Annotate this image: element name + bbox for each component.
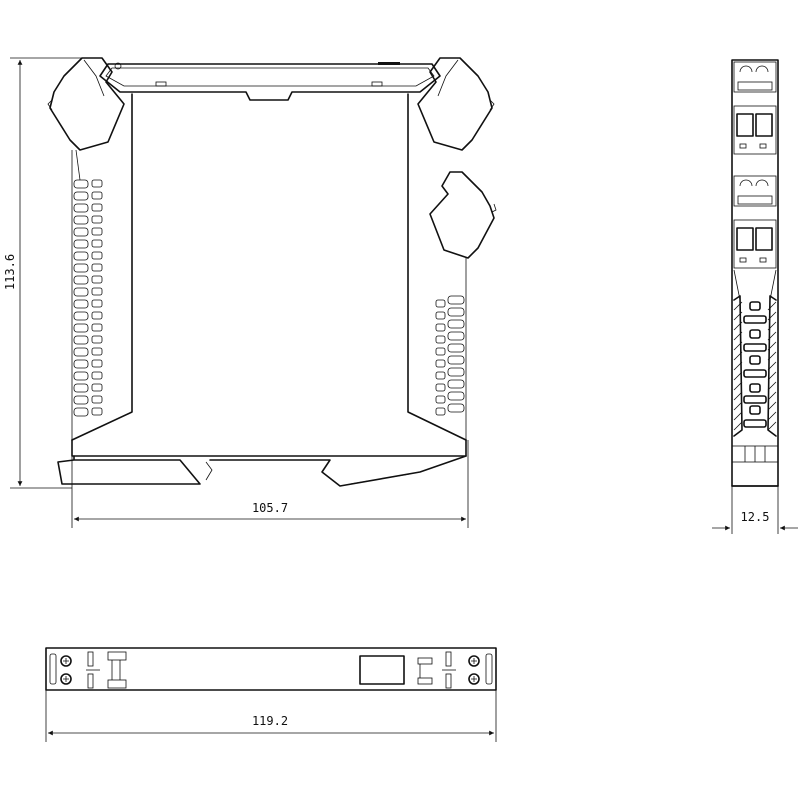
dimension-depth: 105.7: [71, 440, 469, 528]
left-vent-slots: [73, 179, 103, 417]
height-dimension-label: 113.6: [3, 254, 17, 290]
dimension-width: 12.5: [712, 486, 798, 534]
dimension-length: 119.2: [45, 690, 497, 742]
front-view: [731, 59, 779, 487]
top-view: [45, 647, 497, 691]
dimension-height: 113.6: [3, 57, 82, 489]
right-vent-slots: [435, 295, 465, 416]
front-leds: [743, 301, 767, 428]
depth-dimension-label: 105.7: [252, 501, 288, 515]
width-dimension-label: 12.5: [741, 510, 770, 524]
length-dimension-label: 119.2: [252, 714, 288, 728]
side-view: [47, 57, 497, 487]
